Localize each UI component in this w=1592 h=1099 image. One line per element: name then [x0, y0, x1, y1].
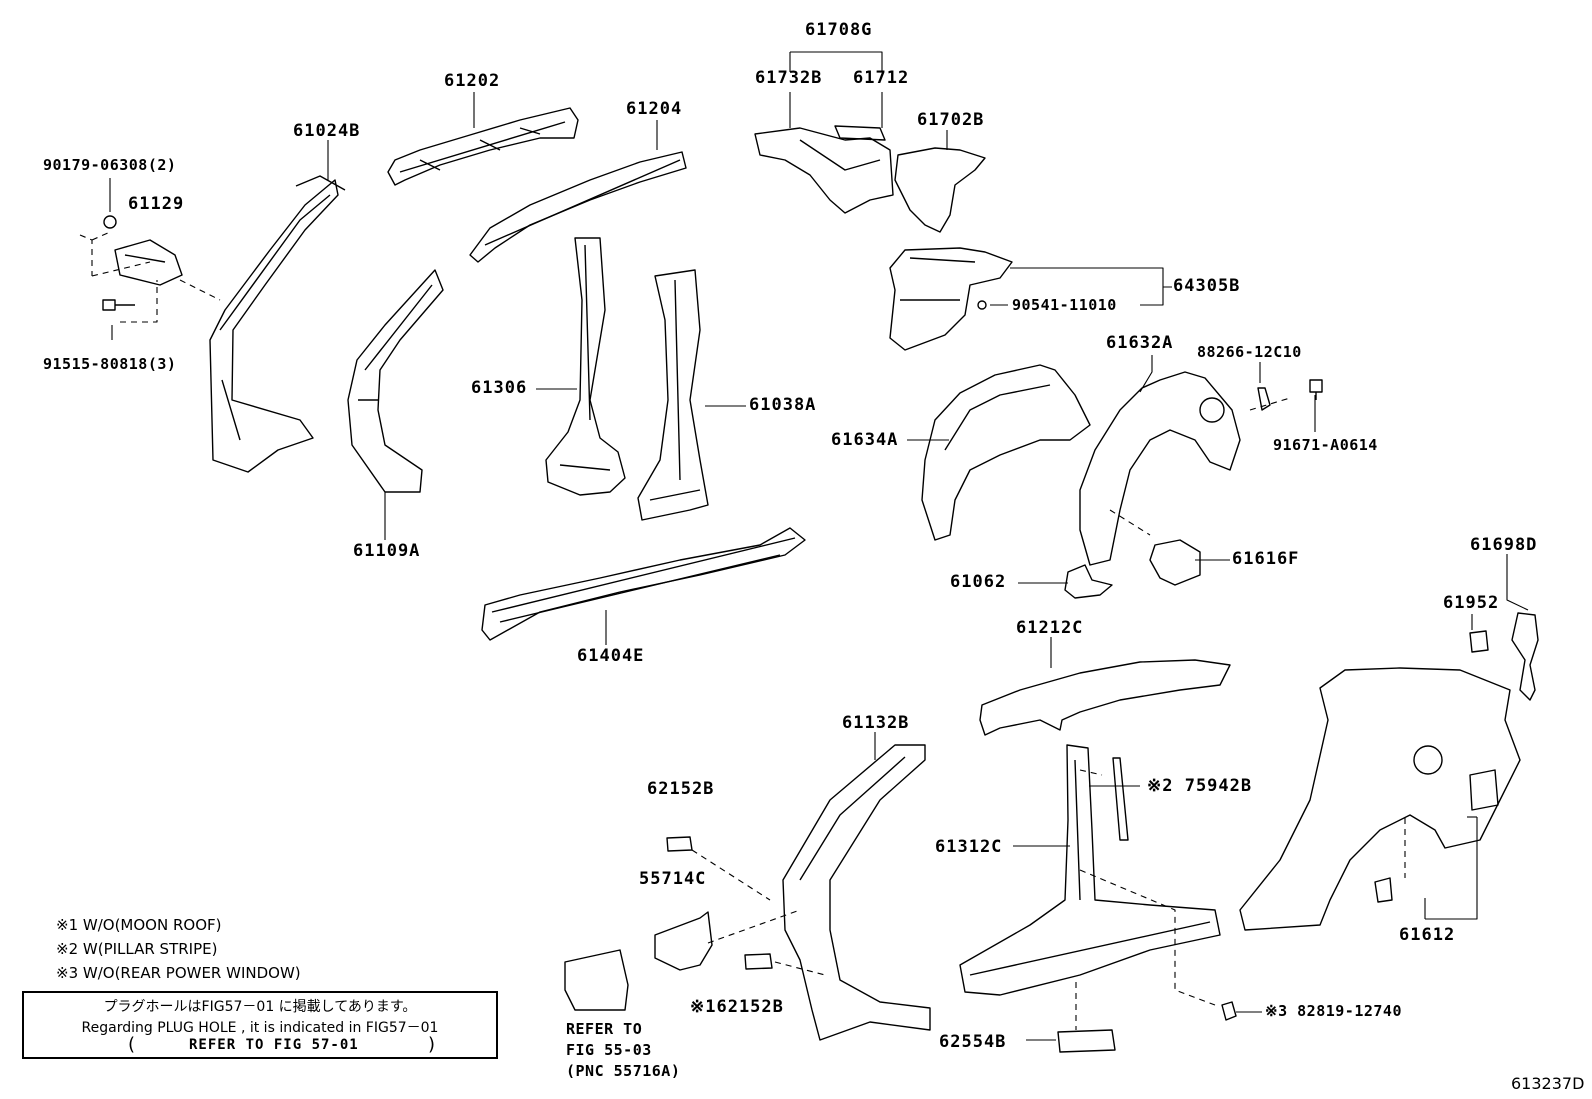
label-61038a: 61038A [749, 395, 817, 415]
label-64305b: 64305B [1173, 276, 1241, 296]
label-61702b: 61702B [917, 110, 985, 130]
label-61062: 61062 [950, 572, 1007, 592]
label-61204: 61204 [626, 99, 683, 119]
label-61732b: 61732B [755, 68, 823, 88]
footnote-1: ※1 W/O(MOON ROOF) [56, 916, 222, 934]
label-61634a: 61634A [831, 430, 899, 450]
label-61212c: 61212C [1016, 618, 1084, 638]
footnote-2: ※2 W(PILLAR STRIPE) [56, 940, 218, 958]
open-paren: ( [128, 1034, 136, 1055]
label-61306: 61306 [471, 378, 528, 398]
label-61312c: 61312C [935, 837, 1003, 857]
label-61132b: 61132B [842, 713, 910, 733]
label-61202: 61202 [444, 71, 501, 91]
label-61708g: 61708G [805, 20, 873, 40]
label-61404e: 61404E [577, 646, 645, 666]
label-61616f: 61616F [1232, 549, 1300, 569]
label-61698d: 61698D [1470, 535, 1538, 555]
label-91515-80818: 91515-80818(3) [43, 355, 177, 373]
refer-to-line2: FIG 55-03 [566, 1041, 652, 1059]
refer-fig-57-01: REFER TO FIG 57-01 [189, 1037, 359, 1053]
label-62554b: 62554B [939, 1032, 1007, 1052]
label-82819-12740: ※3 82819-12740 [1265, 1002, 1402, 1020]
label-91671-a0614: 91671-A0614 [1273, 436, 1378, 454]
label-61952: 61952 [1443, 593, 1500, 613]
label-88266-12c10: 88266-12C10 [1197, 343, 1302, 361]
label-61712: 61712 [853, 68, 910, 88]
label-62152b-moonroof: ※162152B [690, 997, 784, 1017]
label-61109a: 61109A [353, 541, 421, 561]
plug-hole-japanese: プラグホールはFIG57－01 に掲載してあります。 [103, 999, 417, 1015]
plug-hole-reference-box: プラグホールはFIG57－01 に掲載してあります。 Regarding PLU… [22, 991, 498, 1059]
label-62152b: 62152B [647, 779, 715, 799]
figure-id: 613237D [1511, 1074, 1585, 1093]
label-61612: 61612 [1399, 925, 1456, 945]
plug-hole-english: Regarding PLUG HOLE , it is indicated in… [81, 1020, 439, 1036]
refer-to-line1: REFER TO [566, 1020, 643, 1038]
refer-to-line3: (PNC 55716A) [566, 1062, 681, 1080]
close-paren: ) [428, 1034, 436, 1055]
label-61129: 61129 [128, 194, 185, 214]
label-90179-06308: 90179-06308(2) [43, 156, 177, 174]
label-55714c: 55714C [639, 869, 707, 889]
part-outlines [102, 107, 1539, 1053]
leader-lines [109, 51, 1529, 1041]
footnote-3: ※3 W/O(REAR POWER WINDOW) [56, 964, 301, 982]
label-61024b: 61024B [293, 121, 361, 141]
label-61632a: 61632A [1106, 333, 1174, 353]
label-90541-11010: 90541-11010 [1012, 296, 1117, 314]
label-75942b: ※2 75942B [1147, 776, 1253, 796]
